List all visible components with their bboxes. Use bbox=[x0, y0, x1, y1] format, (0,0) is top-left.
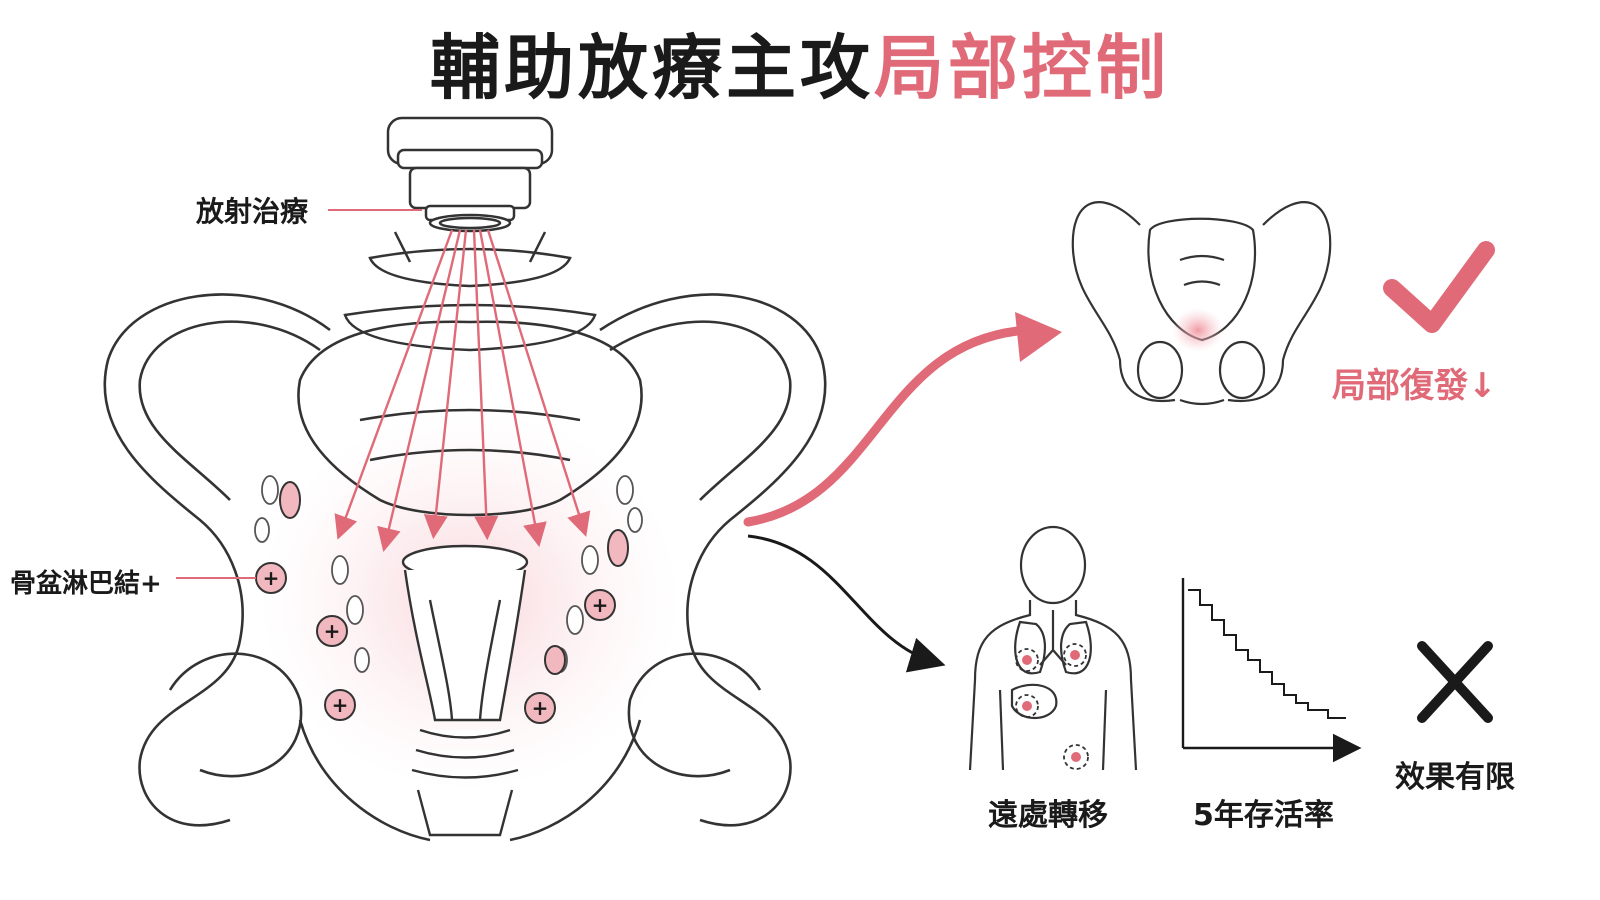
page-title: 輔助放療主攻局部控制 bbox=[0, 12, 1600, 113]
node-plus-marks: + + + + + bbox=[263, 566, 609, 720]
node-mark: + bbox=[263, 566, 280, 590]
local-recurrence-label: 局部復發↓ bbox=[1332, 366, 1497, 406]
human-body-icon bbox=[968, 525, 1138, 771]
pelvis-main bbox=[103, 293, 827, 842]
arrow-to-local-control bbox=[743, 325, 1033, 527]
spine bbox=[343, 231, 597, 352]
survival-curve-line bbox=[1188, 589, 1346, 719]
pelvic-nodes-label: 骨盆淋巴結+ bbox=[10, 569, 162, 599]
local-highlight bbox=[1172, 308, 1224, 352]
node-mark: + bbox=[324, 619, 341, 643]
radiation-machine-icon bbox=[386, 116, 554, 233]
survival-curve-icon bbox=[1181, 578, 1362, 763]
distant-metastasis-label: 遠處轉移 bbox=[988, 798, 1108, 833]
positive-lymph-nodes bbox=[255, 481, 629, 724]
title-main: 輔助放療主攻 bbox=[430, 27, 874, 109]
node-mark: + bbox=[532, 696, 549, 720]
checkmark-icon bbox=[1383, 241, 1495, 333]
cervix bbox=[401, 544, 529, 837]
title-highlight: 局部控制 bbox=[874, 27, 1170, 109]
node-mark: + bbox=[332, 693, 349, 717]
radiotherapy-label: 放射治療 bbox=[196, 195, 309, 228]
limited-effect-label: 效果有限 bbox=[1395, 760, 1515, 795]
pelvis-icon bbox=[1071, 201, 1332, 406]
five-year-survival-label: 5年存活率 bbox=[1193, 798, 1334, 833]
cross-icon bbox=[1417, 641, 1493, 723]
arrow-to-metastasis bbox=[747, 534, 946, 673]
metastasis-spots bbox=[1015, 643, 1089, 770]
arrow-head-pink bbox=[1015, 312, 1062, 362]
radiation-beams bbox=[334, 229, 591, 553]
node-mark: + bbox=[592, 593, 609, 617]
